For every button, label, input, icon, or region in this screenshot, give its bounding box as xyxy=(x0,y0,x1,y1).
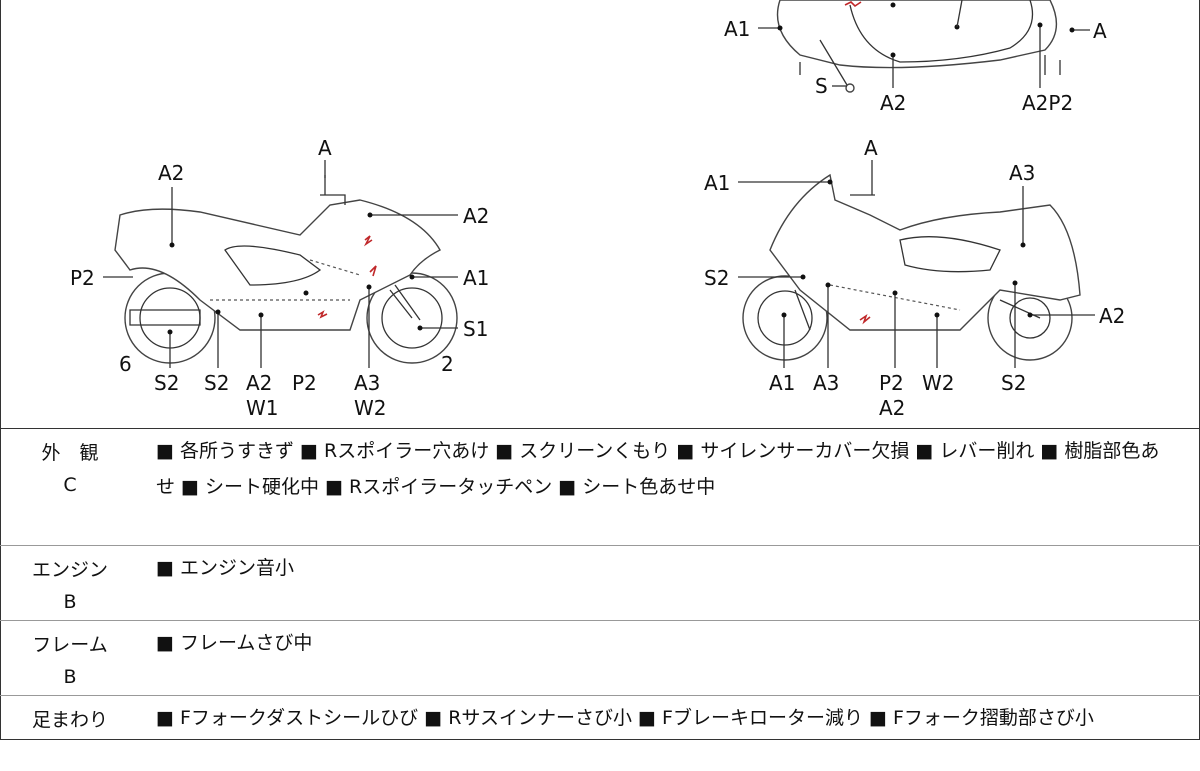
row-grade: B xyxy=(63,666,77,688)
label: A3 xyxy=(1009,161,1035,185)
label: A1 xyxy=(704,171,730,195)
label: A2 xyxy=(879,396,905,420)
label: A1 xyxy=(724,17,750,41)
left-view-labels: A2 A A2 P2 A1 S1 6 2 S2 S2 A2 W1 P2 A3 W… xyxy=(70,136,489,420)
row-text: ■ 各所うすきず ■ Rスポイラー穴あけ ■ スクリーンくもり ■ サイレンサー… xyxy=(156,440,1160,498)
row-label: エンジン xyxy=(31,559,108,581)
label: W2 xyxy=(922,371,955,395)
row-grade: B xyxy=(63,591,77,613)
row-text: ■ エンジン音小 xyxy=(156,557,294,579)
label: S xyxy=(815,74,828,98)
row-label: フレーム xyxy=(32,634,108,656)
row-suspension: 足まわり ■ Fフォークダストシールひび ■ Rサスインナーさび小 ■ Fブレー… xyxy=(0,695,1200,771)
label: A xyxy=(864,136,878,160)
label: 6 xyxy=(119,352,132,376)
right-view-drawing xyxy=(742,173,1081,361)
right-view-labels: A A1 A3 S2 A2 A1 A3 P2 A2 W2 S2 xyxy=(704,136,1125,420)
label: A1 xyxy=(769,371,795,395)
row-engine: エンジン B ■ エンジン音小 xyxy=(0,545,1200,621)
top-view-labels: A1 A S A2 A2P2 xyxy=(724,17,1107,115)
label: P2 xyxy=(292,371,317,395)
row-exterior: 外 観 C ■ 各所うすきず ■ Rスポイラー穴あけ ■ スクリーンくもり ■ サ… xyxy=(0,428,1200,546)
label: S2 xyxy=(204,371,229,395)
label: A3 xyxy=(354,371,380,395)
label: W1 xyxy=(246,396,279,420)
row-text: ■ フレームさび中 xyxy=(156,632,313,654)
label: S2 xyxy=(1001,371,1026,395)
label: P2 xyxy=(70,266,95,290)
label: A2P2 xyxy=(1022,91,1073,115)
label: A2 xyxy=(463,204,489,228)
left-view-drawing xyxy=(114,175,458,364)
row-label: 外 観 xyxy=(41,442,99,464)
label: S1 xyxy=(463,317,488,341)
label: W2 xyxy=(354,396,387,420)
label: A3 xyxy=(813,371,839,395)
label: A2 xyxy=(246,371,272,395)
label: A xyxy=(318,136,332,160)
row-label: 足まわり xyxy=(31,709,108,731)
damage-diagram: A1 A S A2 A2P2 A2 A A2 P2 A1 S1 6 2 xyxy=(70,0,1125,420)
label: 2 xyxy=(441,352,454,376)
row-grade: C xyxy=(63,474,77,496)
label: A2 xyxy=(880,91,906,115)
label: A1 xyxy=(463,266,489,290)
label: S2 xyxy=(704,266,729,290)
label: A2 xyxy=(158,161,184,185)
label: S2 xyxy=(154,371,179,395)
row-frame: フレーム B ■ フレームさび中 xyxy=(0,620,1200,696)
row-text: ■ Fフォークダストシールひび ■ Rサスインナーさび小 ■ Fブレーキローター… xyxy=(156,707,1094,729)
top-view-drawing xyxy=(776,0,1061,93)
label: A xyxy=(1093,19,1107,43)
label: P2 xyxy=(879,371,904,395)
label: A2 xyxy=(1099,304,1125,328)
